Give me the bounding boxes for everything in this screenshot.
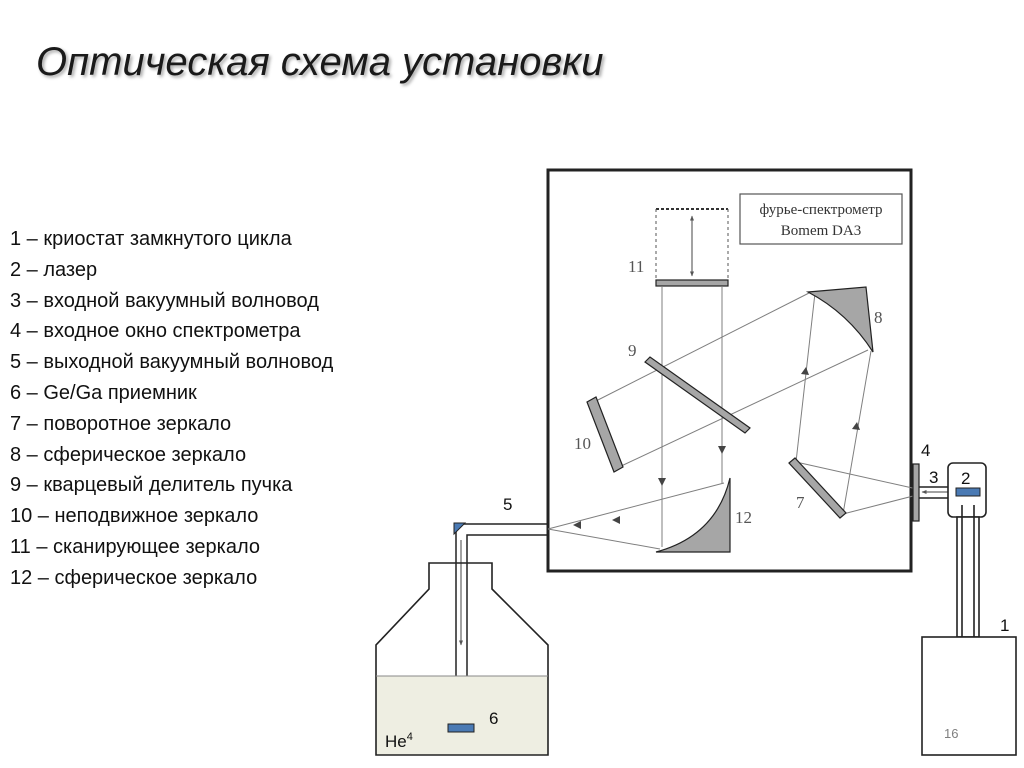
legend-item-9: 9 – кварцевый делитель пучка [10, 474, 293, 497]
beam-splitter-9 [644, 356, 751, 434]
legend-item-7: 7 – поворотное зеркало [10, 412, 232, 435]
laser-2 [955, 487, 981, 497]
dewar-liquid [376, 676, 548, 755]
ray-arrow [612, 516, 620, 524]
ray-10-to-8-upper [591, 291, 812, 404]
ray-arrow [658, 478, 666, 486]
output-corner-mirror [453, 522, 467, 536]
ray-arrow [801, 367, 809, 375]
ray-12-to-out-upper [547, 482, 725, 530]
label-8: 8 [874, 308, 883, 327]
he4-label: He4 [385, 731, 413, 751]
ray-8-to-7-right [842, 350, 872, 515]
legend-item-5: 5 – выходной вакуумный волновод [10, 351, 334, 374]
legend-item-10: 10 – неподвижное зеркало [10, 505, 259, 528]
label-11: 11 [628, 257, 644, 276]
ray-arrows [573, 367, 860, 529]
ray-arrow [573, 521, 581, 529]
he-superscript: 4 [407, 731, 413, 743]
cryostat-base [921, 636, 1017, 756]
legend-item-4: 4 – входное окно спектрометра [10, 320, 301, 343]
scanning-mirror-11 [655, 279, 729, 287]
spherical-mirror-12 [655, 477, 731, 553]
spectrometer-label-line2: Bomem DA3 [781, 223, 861, 239]
turning-mirror-7 [788, 457, 847, 519]
spherical-mirror-8 [805, 286, 874, 353]
input-window-4 [912, 463, 920, 522]
ray-window-to-7-upper [795, 461, 918, 490]
detector-6 [447, 723, 475, 733]
label-7: 7 [796, 493, 805, 512]
ray-12-to-out-lower [547, 528, 661, 550]
legend-item-8: 8 – сферическое зеркало [10, 443, 247, 466]
label-1: 1 [1000, 616, 1009, 635]
label-4: 4 [921, 441, 930, 460]
legend-item-12: 12 – сферическое зеркало [10, 566, 258, 589]
ray-10-to-8-lower [616, 349, 869, 469]
label-12: 12 [735, 508, 752, 527]
he-symbol: He [385, 732, 407, 751]
light-rays [547, 286, 918, 550]
legend-item-3: 3 – входной вакуумный волновод [10, 289, 319, 312]
label-6: 6 [489, 709, 498, 728]
label-5: 5 [503, 495, 512, 514]
dewar-vessel [375, 562, 549, 756]
ray-arrow [718, 446, 726, 454]
label-2: 2 [961, 469, 970, 488]
cryostat-neck [956, 516, 980, 638]
ray-window-to-7-lower [842, 494, 918, 515]
output-waveguide-inner-wall [466, 534, 548, 726]
spectrometer-label-line1: фурье-спектрометр [759, 202, 882, 218]
legend-item-11: 11 – сканирующее зеркало [10, 535, 260, 558]
label-9: 9 [628, 341, 637, 360]
cryostat-1 [921, 462, 1017, 756]
legend-item-2: 2 – лазер [10, 258, 98, 281]
legend: 1 – криостат замкнутого цикла 2 – лазер … [10, 224, 333, 594]
label-3: 3 [929, 468, 938, 487]
input-waveguide-3 [919, 486, 948, 499]
ray-8-to-7-left [795, 292, 816, 463]
legend-item-1: 1 – криостат замкнутого цикла [10, 228, 292, 250]
fixed-mirror-10 [586, 396, 624, 473]
label-10: 10 [574, 434, 591, 453]
page-number: 16 [944, 726, 959, 741]
spectrometer-label-box [739, 193, 903, 245]
slide-title: Оптическая схема установки [36, 40, 604, 84]
legend-item-6: 6 – Ge/Ga приемник [10, 381, 197, 404]
ray-arrow [852, 422, 860, 430]
